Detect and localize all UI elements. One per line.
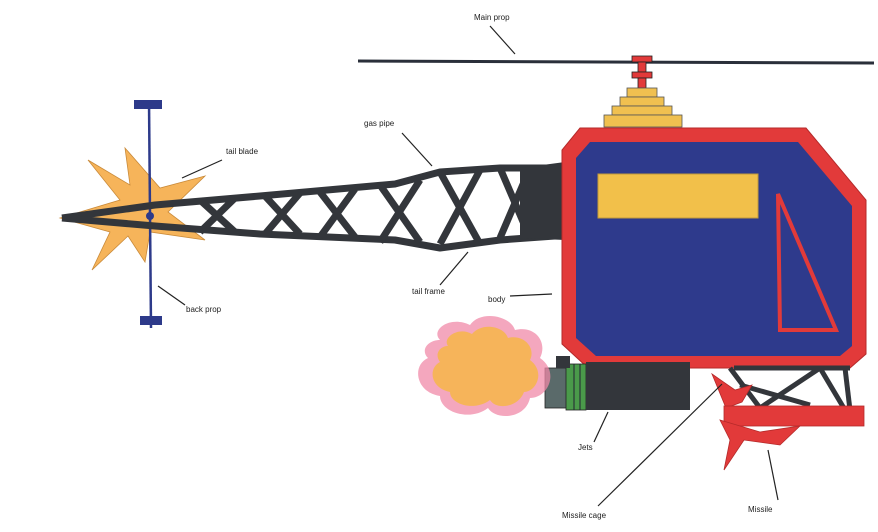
label-tail-blade: tail blade (226, 147, 259, 156)
label-body: body (488, 295, 505, 304)
tail-frame-connector (520, 162, 565, 240)
body-window (597, 173, 759, 219)
leader-gas-pipe (401, 132, 433, 167)
label-back-prop: back prop (186, 305, 222, 314)
leader-body (509, 293, 553, 297)
leader-tail-frame (439, 251, 469, 286)
label-missile-cage: Missile cage (562, 511, 607, 520)
leader-back-prop (157, 285, 186, 306)
label-main-prop: Main prop (474, 13, 510, 22)
label-jets: Jets (578, 443, 593, 452)
rotor-hub (603, 87, 683, 128)
rotor-mast (631, 55, 653, 89)
leader-tail-blade (181, 159, 223, 179)
missile-cage (728, 365, 853, 413)
cockpit-window (776, 193, 840, 332)
label-gas-pipe: gas pipe (364, 119, 395, 128)
missile (711, 372, 865, 471)
main-prop-blade (357, 59, 875, 65)
label-missile: Missile (748, 505, 773, 514)
helicopter-body (561, 127, 867, 369)
leader-jets (593, 411, 609, 443)
jet-engine (544, 356, 690, 411)
leader-main-prop (489, 25, 516, 55)
leader-missile (767, 449, 779, 501)
label-tail-frame: tail frame (412, 287, 445, 296)
jet-flame (418, 315, 551, 417)
back-prop (134, 99, 162, 329)
leader-missile-cage (597, 383, 723, 507)
